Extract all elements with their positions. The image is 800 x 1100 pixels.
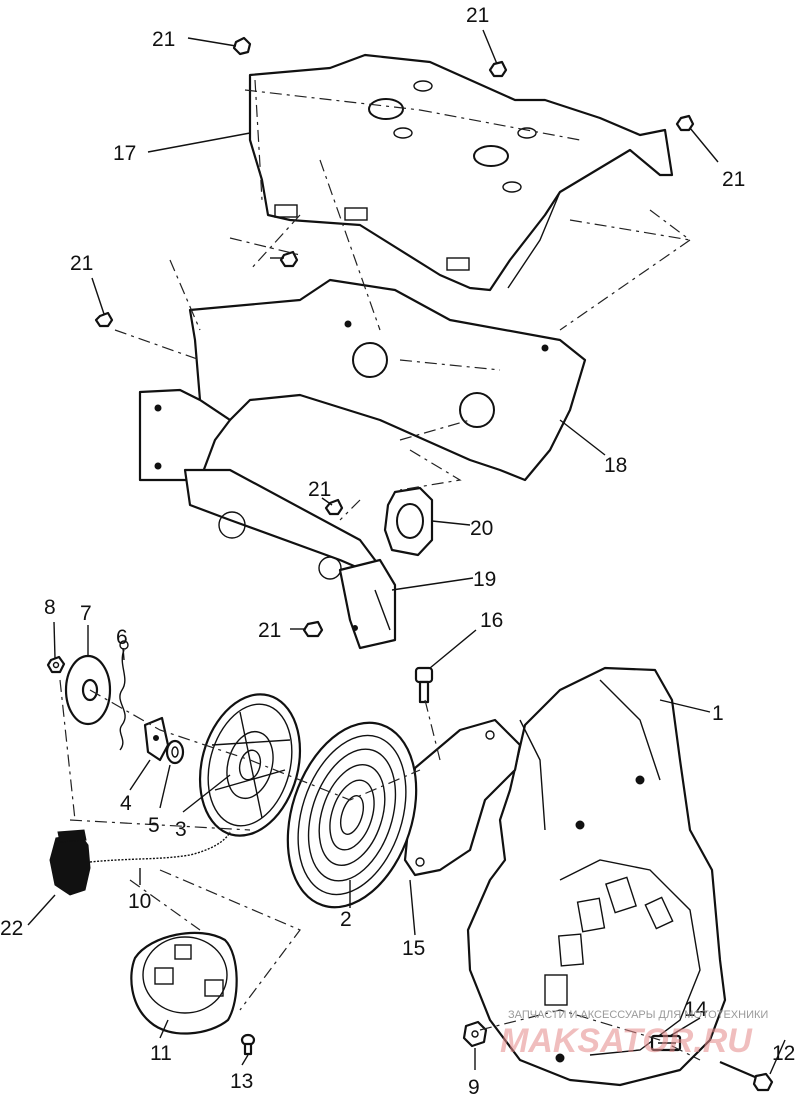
fastener-part-21-e — [94, 311, 114, 328]
callout-14: 14 — [684, 998, 708, 1021]
callout-21-b: 21 — [466, 4, 489, 27]
callout-15: 15 — [402, 937, 425, 960]
nut-part-8 — [46, 655, 66, 674]
callout-11: 11 — [150, 1042, 172, 1065]
fastener-part-21-a — [232, 36, 252, 56]
callout-1: 1 — [712, 702, 724, 725]
leader-lines — [27, 29, 786, 1075]
assembly-center-lines — [59, 79, 701, 1061]
rope-pulley-part-3 — [198, 693, 302, 837]
fan-housing-part-1 — [466, 666, 727, 1087]
watermark: ЗАПЧАСТИ И АКСЕССУАРЫ ДЛЯ МОТОТЕХНИКИ MA… — [500, 1009, 768, 1060]
callout-21-e: 21 — [70, 252, 93, 275]
callout-20: 20 — [470, 517, 493, 540]
ratchet-cup-part-11 — [130, 931, 238, 1035]
gasket-part-20 — [383, 486, 434, 557]
fastener-part-21-d — [279, 250, 299, 268]
fastener-part-21-b — [488, 60, 508, 78]
pawl-part-4 — [143, 716, 170, 762]
callout-9: 9 — [468, 1076, 480, 1099]
callout-19: 19 — [473, 568, 496, 591]
bolt-part-9 — [462, 1020, 488, 1048]
fastener-part-21-g — [302, 620, 324, 638]
bracket-part-19 — [338, 558, 397, 650]
upper-shroud-part-17 — [248, 53, 674, 292]
return-spring-part-6 — [119, 640, 129, 751]
callout-labels: 21 21 21 17 21 18 21 20 19 21 16 1 8 7 6… — [0, 4, 795, 1099]
callout-7: 7 — [80, 602, 92, 625]
callout-21-g: 21 — [258, 619, 281, 642]
callout-6: 6 — [116, 626, 128, 649]
screw-part-13 — [240, 1033, 256, 1056]
retainer-plate-part-7 — [64, 654, 112, 726]
callout-8: 8 — [44, 596, 56, 619]
callout-3: 3 — [175, 818, 187, 841]
callout-21-c: 21 — [722, 168, 745, 191]
callout-13: 13 — [230, 1070, 253, 1093]
callout-5: 5 — [148, 814, 160, 837]
callout-21-f: 21 — [308, 478, 331, 501]
long-bolt-part-12 — [719, 1060, 774, 1092]
callout-4: 4 — [120, 792, 132, 815]
callout-16: 16 — [480, 609, 503, 632]
bolt-part-16 — [414, 666, 434, 704]
fastener-part-21-c — [675, 114, 695, 132]
housing-bracket-part-15 — [403, 718, 522, 877]
callout-18: 18 — [604, 454, 627, 477]
callout-22: 22 — [0, 917, 23, 940]
watermark-brand: MAKSATOR.RU — [500, 1022, 753, 1060]
spacer-part-5 — [165, 739, 185, 765]
starter-rope-part-10 — [89, 831, 231, 863]
starter-handle-part-22 — [49, 829, 91, 896]
callout-21-a: 21 — [152, 28, 175, 51]
lower-shroud-part-18 — [138, 278, 587, 580]
callout-17: 17 — [113, 142, 136, 165]
watermark-tagline: ЗАПЧАСТИ И АКСЕССУАРЫ ДЛЯ МОТОТЕХНИКИ — [508, 1009, 768, 1021]
callout-12: 12 — [772, 1042, 795, 1065]
callout-2: 2 — [340, 908, 352, 931]
callout-10: 10 — [128, 890, 151, 913]
